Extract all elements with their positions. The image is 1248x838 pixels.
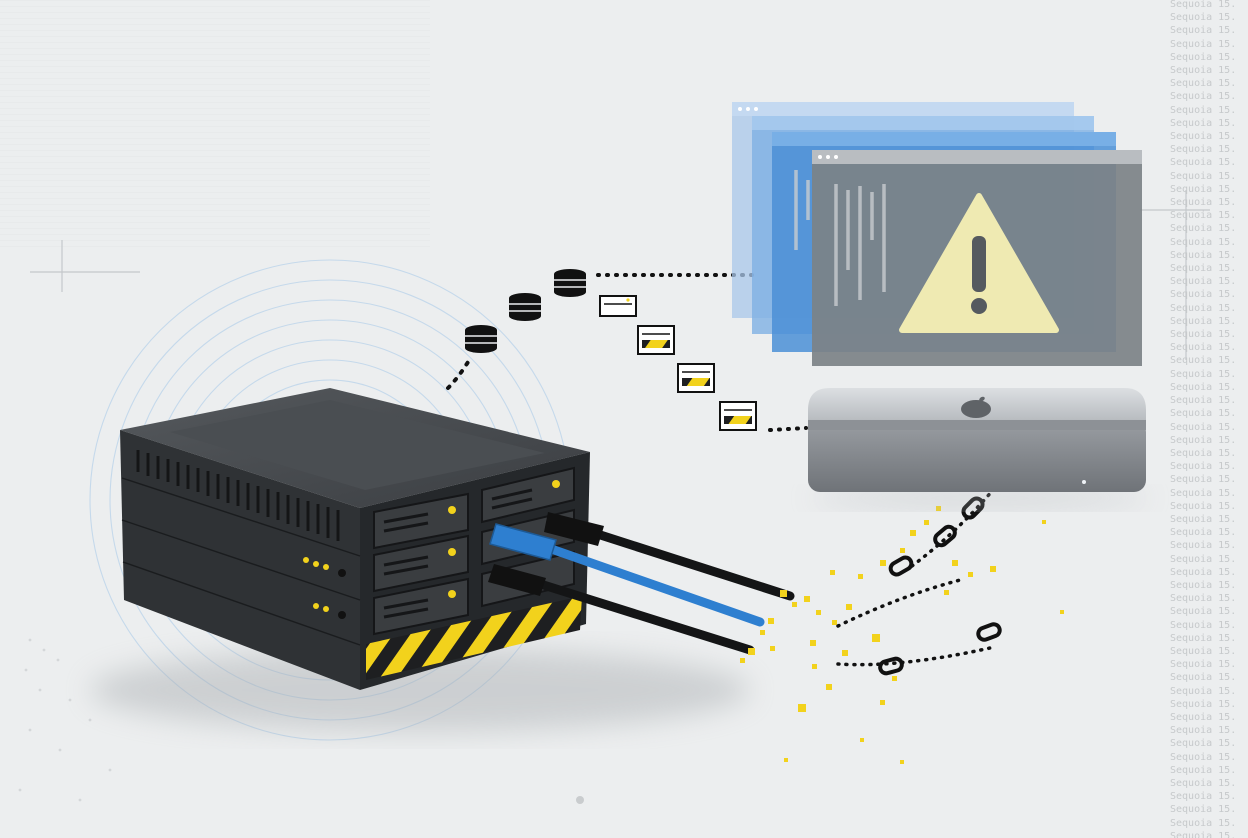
drive-bay	[481, 466, 575, 524]
drive-bay	[373, 492, 469, 550]
side-label: Sequoia 15.x	[1170, 461, 1234, 473]
side-label: Sequoia 15.x	[1170, 12, 1234, 24]
drive-bay	[373, 577, 469, 636]
side-label: Sequoia 15.x	[1170, 236, 1234, 248]
side-label: Sequoia 15.x	[1170, 487, 1234, 499]
side-label: Sequoia 15.x	[1170, 751, 1234, 763]
side-label: Sequoia 15.x	[1170, 579, 1234, 591]
database-icon	[465, 325, 497, 353]
side-label: Sequoia 15.x	[1170, 817, 1234, 829]
side-label: Sequoia 15.x	[1170, 777, 1234, 789]
side-label: Sequoia 15.x	[1170, 830, 1234, 838]
side-label: Sequoia 15.x	[1170, 170, 1234, 182]
side-label: Sequoia 15.x	[1170, 263, 1234, 275]
side-label: Sequoia 15.x	[1170, 553, 1234, 565]
side-label: Sequoia 15.x	[1170, 764, 1234, 776]
glitch-lines	[794, 170, 886, 306]
database-icon	[554, 269, 586, 297]
side-label: Sequoia 15.x	[1170, 447, 1234, 459]
side-label: Sequoia 15.x	[1170, 725, 1234, 737]
side-label: Sequoia 15.x	[1170, 289, 1234, 301]
side-label: Sequoia 15.x	[1170, 408, 1234, 420]
background-stripes	[0, 0, 430, 250]
side-label: Sequoia 15.x	[1170, 645, 1234, 657]
side-label: Sequoia 15.x	[1170, 117, 1234, 129]
drive-icon	[599, 295, 637, 317]
side-label: Sequoia 15.x	[1170, 197, 1234, 209]
side-label: Sequoia 15.x	[1170, 672, 1234, 684]
side-label: Sequoia 15.x	[1170, 804, 1234, 816]
side-label: Sequoia 15.x	[1170, 144, 1234, 156]
side-label: Sequoia 15.x	[1170, 474, 1234, 486]
side-label: Sequoia 15.x	[1170, 421, 1234, 433]
side-label: Sequoia 15.x	[1170, 606, 1234, 618]
data-flow	[446, 269, 808, 432]
database-icon	[509, 293, 541, 321]
side-label: Sequoia 15.x	[1170, 711, 1234, 723]
side-label: Sequoia 15.x	[1170, 685, 1234, 697]
side-label: Sequoia 15.x	[1170, 632, 1234, 644]
cable-plugs	[488, 512, 604, 596]
app-window	[794, 150, 1142, 366]
side-label: Sequoia 15.x	[1170, 65, 1234, 77]
side-label: Sequoia 15.x	[1170, 315, 1234, 327]
vent-grille	[136, 450, 340, 541]
side-label: Sequoia 15.x	[1170, 223, 1234, 235]
crosshair-marks	[30, 190, 1210, 360]
side-label: Sequoia 15.x	[1170, 659, 1234, 671]
drive-icon	[637, 325, 675, 355]
disintegration-particles	[740, 460, 1064, 764]
side-label: Sequoia 15.x	[1170, 249, 1234, 261]
halftone-dots	[18, 638, 584, 804]
side-label: Sequoia 15.x	[1170, 355, 1234, 367]
drive-icon	[719, 401, 757, 431]
side-label: Sequoia 15.x	[1170, 302, 1234, 314]
status-leds	[303, 557, 346, 619]
side-label: Sequoia 15.x	[1170, 210, 1234, 222]
side-label: Sequoia 15.x	[1170, 791, 1234, 803]
side-label: Sequoia 15.x	[1170, 738, 1234, 750]
side-label: Sequoia 15.x	[1170, 342, 1234, 354]
side-label: Sequoia 15.x	[1170, 183, 1234, 195]
blue-cable	[515, 533, 765, 627]
side-label: Sequoia 15.x	[1170, 540, 1234, 552]
side-label: Sequoia 15.x	[1170, 619, 1234, 631]
side-label: Sequoia 15.x	[1170, 381, 1234, 393]
drive-bay	[373, 534, 469, 593]
side-label: Sequoia 15.x	[1170, 104, 1234, 116]
side-label: Sequoia 15.x	[1170, 51, 1234, 63]
side-label: Sequoia 15.x	[1170, 78, 1234, 90]
warning-triangle-icon	[899, 193, 1059, 333]
side-label: Sequoia 15.x	[1170, 395, 1234, 407]
side-label: Sequoia 15.x	[1170, 157, 1234, 169]
side-label: Sequoia 15.x	[1170, 434, 1234, 446]
side-label: Sequoia 15.x	[1170, 38, 1234, 50]
black-cable	[510, 571, 755, 655]
side-label: Sequoia 15.x	[1170, 276, 1234, 288]
apple-logo-icon	[961, 396, 991, 418]
side-label: Sequoia 15.x	[1170, 593, 1234, 605]
hazard-stripe	[366, 596, 582, 680]
side-label: Sequoia 15.x	[1170, 527, 1234, 539]
drive-icon	[677, 363, 715, 393]
side-label: Sequoia 15.x	[1170, 329, 1234, 341]
side-label: Sequoia 15.x	[1170, 500, 1234, 512]
side-label: Sequoia 15.x	[1170, 0, 1234, 10]
enclosure-shadow	[90, 648, 750, 732]
side-label: Sequoia 15.x	[1170, 91, 1234, 103]
side-label: Sequoia 15.x	[1170, 368, 1234, 380]
side-label: Sequoia 15.x	[1170, 131, 1234, 143]
external-drive-enclosure-icon	[120, 388, 590, 690]
side-label: Sequoia 15.x	[1170, 513, 1234, 525]
side-label-column: Sequoia 15.xSequoia 15.xSequoia 15.xSequ…	[1170, 0, 1234, 838]
side-label: Sequoia 15.x	[1170, 25, 1234, 37]
mac-mini-icon	[808, 388, 1150, 508]
warning-windows	[732, 102, 1142, 366]
side-label: Sequoia 15.x	[1170, 566, 1234, 578]
side-label: Sequoia 15.x	[1170, 698, 1234, 710]
